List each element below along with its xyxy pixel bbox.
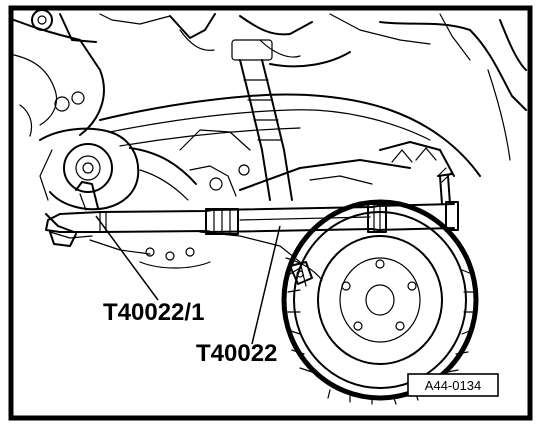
figure-code-box xyxy=(407,373,499,397)
tool-bar xyxy=(45,173,459,247)
suspension-background xyxy=(13,9,527,287)
label-tool-insert: T40022/1 xyxy=(103,299,204,326)
leader-line-tool-main xyxy=(251,225,281,345)
label-tool-main: T40022 xyxy=(196,340,277,367)
wheel xyxy=(281,199,479,405)
tire-tread xyxy=(287,249,475,405)
leader-line-tool-insert xyxy=(95,215,159,301)
figure-code: A44-0134 xyxy=(425,378,481,393)
